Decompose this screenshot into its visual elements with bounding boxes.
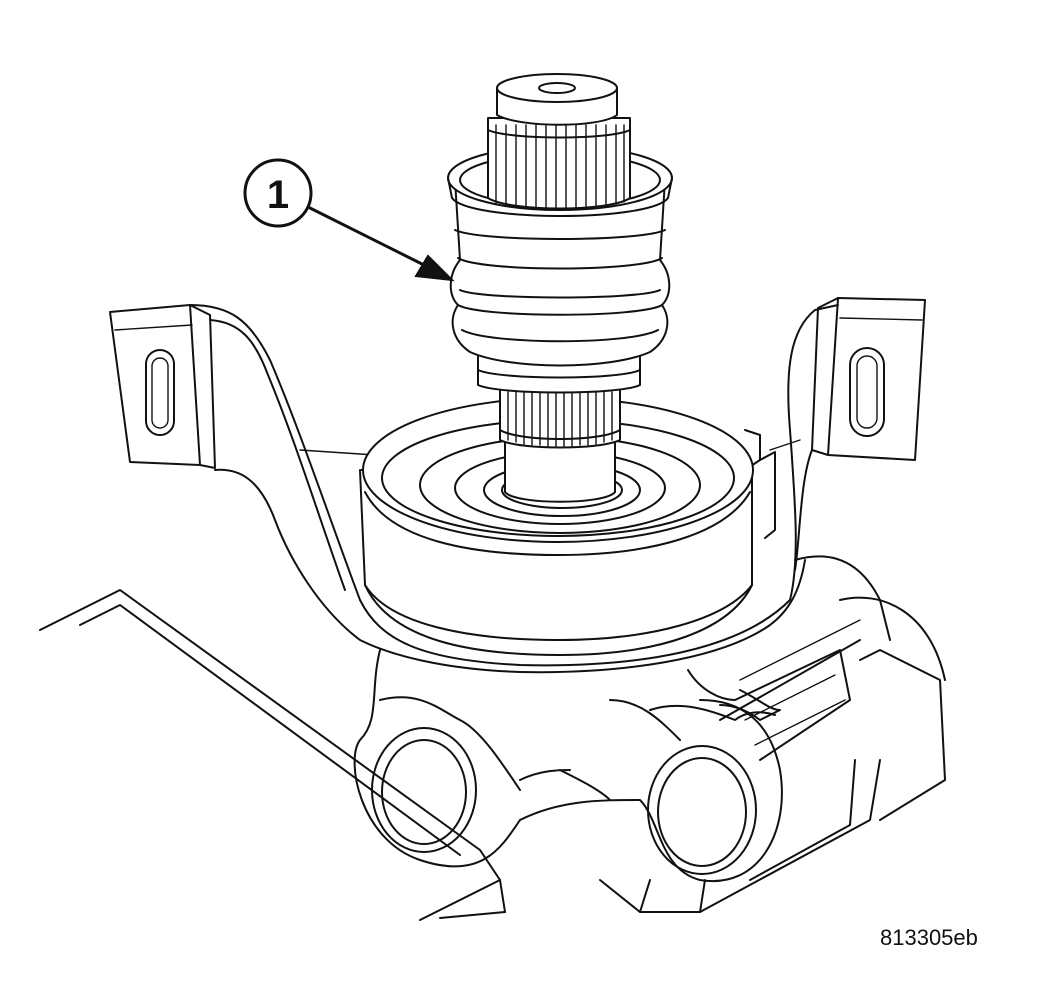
mounting-boss <box>353 649 783 883</box>
callout-number: 1 <box>267 173 289 217</box>
slip-yoke-assembly <box>447 73 673 394</box>
callout-leader-line <box>308 206 432 270</box>
callout-1: 1 <box>243 158 455 282</box>
output-shaft <box>499 384 621 503</box>
figure-code: 813305eb <box>880 925 978 950</box>
mounting-bracket <box>109 297 926 674</box>
callout-arrowhead <box>414 254 455 282</box>
callout-circle <box>243 158 313 228</box>
lower-housing <box>39 555 946 921</box>
